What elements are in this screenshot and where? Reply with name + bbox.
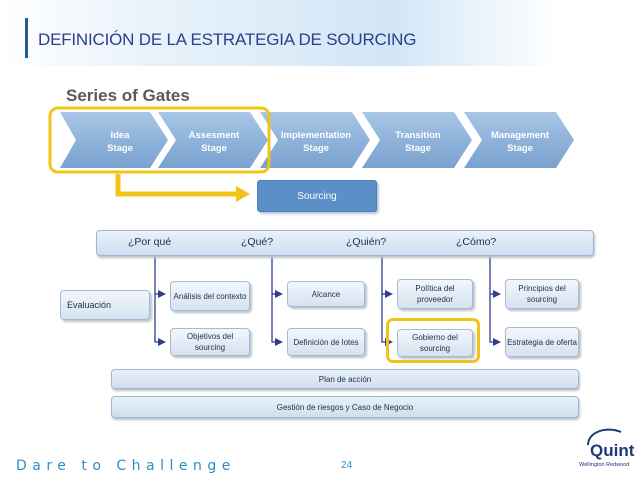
gate-stage-management: Management Stage bbox=[464, 112, 574, 168]
gate-stage-idea-line2: Stage bbox=[107, 143, 133, 154]
gate-stage-assesment-line2: Stage bbox=[201, 143, 227, 154]
logo-subtext: Wellington Redwood bbox=[579, 462, 630, 468]
gobierno-highlight-frame bbox=[386, 318, 480, 363]
question-que: ¿Qué? bbox=[241, 236, 274, 248]
question-porque: ¿Por qué bbox=[128, 236, 172, 248]
gate-stage-management-line1: Management bbox=[491, 130, 550, 141]
box-alcance: Alcance bbox=[287, 281, 365, 307]
logo-swirl bbox=[587, 428, 622, 446]
gate-to-sourcing-arrow bbox=[115, 174, 238, 197]
page-number: 24 bbox=[341, 460, 353, 471]
gate-stage-idea: Idea Stage bbox=[60, 112, 168, 168]
gate-stage-implementation: Implementation Stage bbox=[260, 112, 370, 168]
evaluacion-box: Evaluación bbox=[60, 290, 150, 320]
gate-to-sourcing-arrowhead bbox=[236, 186, 250, 202]
question-quien: ¿Quién? bbox=[346, 236, 387, 248]
plan-accion-bar: Plan de acción bbox=[111, 369, 579, 389]
box-objetivos-sourcing: Objetivos del sourcing bbox=[170, 328, 250, 356]
page-title: DEFINICIÓN DE LA ESTRATEGIA DE SOURCING bbox=[38, 30, 417, 49]
gates-title: Series of Gates bbox=[66, 86, 190, 105]
box-definicion-lotes: Definición de lotes bbox=[287, 328, 365, 356]
box-politica-proveedor: Política del proveedor bbox=[397, 279, 473, 309]
question-como: ¿Cómo? bbox=[456, 236, 497, 248]
gate-stage-assesment: Assesment Stage bbox=[158, 112, 268, 168]
header-band bbox=[0, 0, 560, 66]
box-analisis-contexto: Análisis del contexto bbox=[170, 281, 250, 311]
gestion-riesgos-bar: Gestión de riesgos y Caso de Negocio bbox=[111, 396, 579, 418]
gate-stage-implementation-line1: Implementation bbox=[281, 130, 351, 141]
logo-quint: Quint bbox=[590, 441, 635, 460]
gate-stage-management-line2: Stage bbox=[507, 143, 533, 154]
gates-highlight-frame bbox=[48, 106, 271, 174]
gate-stage-transition-line1: Transition bbox=[395, 130, 441, 141]
box-principios-sourcing: Principios del sourcing bbox=[505, 279, 579, 309]
footer-tagline: Dare to Challenge bbox=[16, 458, 236, 474]
box-gobierno-sourcing: Gobierno del sourcing bbox=[397, 329, 473, 357]
gate-stage-transition: Transition Stage bbox=[362, 112, 472, 168]
header-accent-bar bbox=[25, 18, 28, 58]
gate-stage-idea-line1: Idea bbox=[110, 130, 130, 141]
question-bar bbox=[96, 230, 594, 256]
gate-stage-assesment-line1: Assesment bbox=[189, 130, 241, 141]
sourcing-box: Sourcing bbox=[257, 180, 377, 212]
box-estrategia-oferta: Estrategia de oferta bbox=[505, 327, 579, 357]
gate-stage-implementation-line2: Stage bbox=[303, 143, 329, 154]
gate-stage-transition-line2: Stage bbox=[405, 143, 431, 154]
